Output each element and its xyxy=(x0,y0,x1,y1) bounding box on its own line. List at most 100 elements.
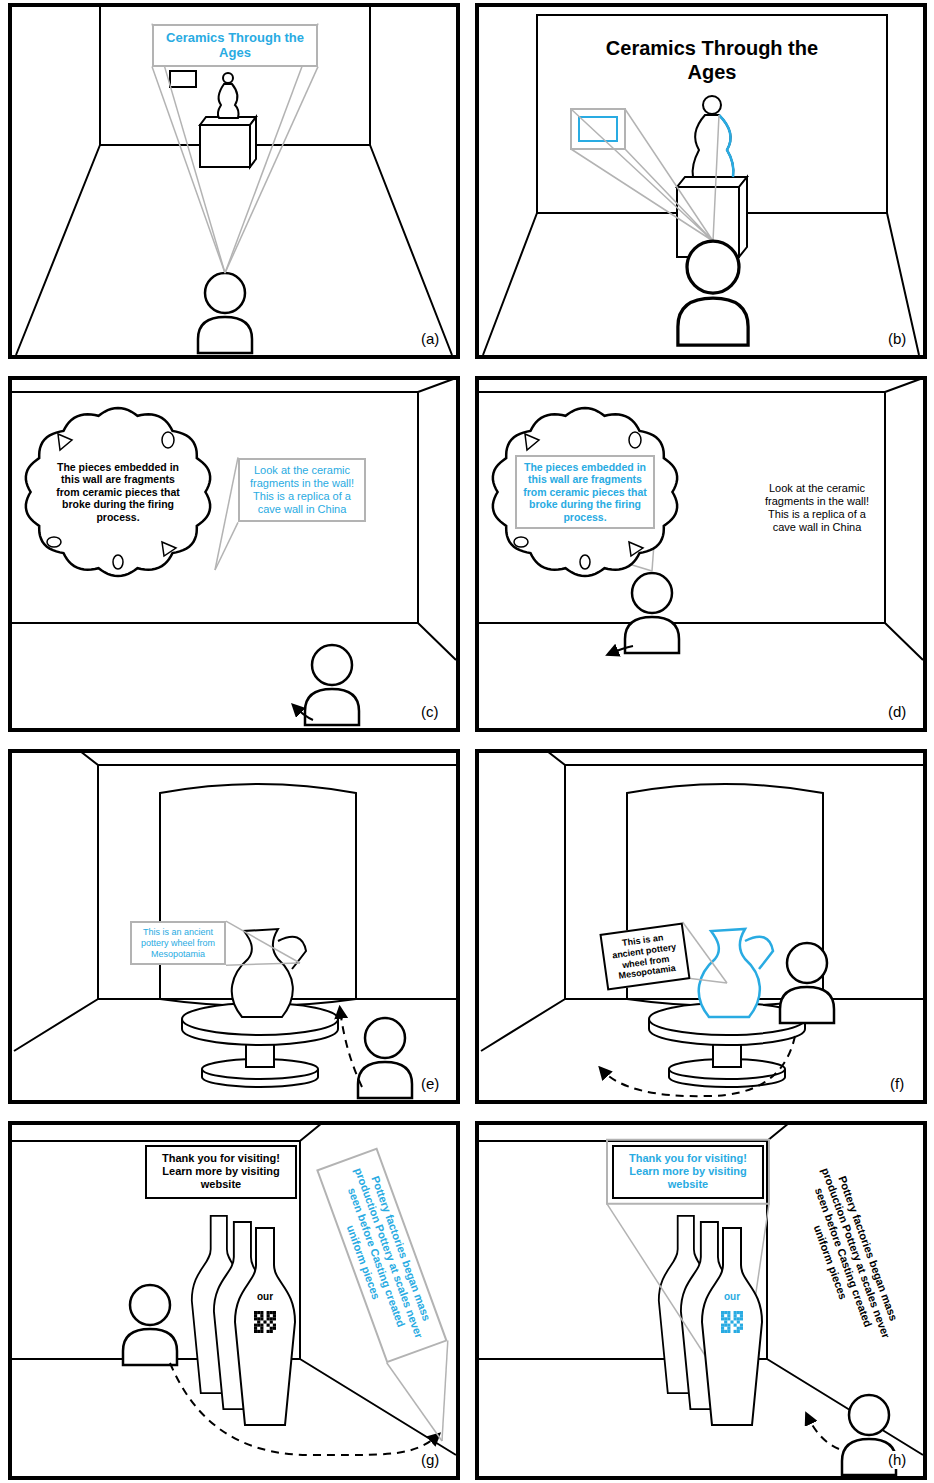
qr-cell xyxy=(734,1311,737,1314)
qr-cell xyxy=(724,1311,727,1314)
qr-cell xyxy=(260,1311,263,1314)
qr-cell xyxy=(737,1317,740,1320)
qr-cell xyxy=(254,1327,257,1330)
qr-cell xyxy=(721,1330,724,1333)
panel-tag: (e) xyxy=(420,1075,440,1093)
panel-frame xyxy=(477,1123,925,1478)
qr-cell xyxy=(254,1324,257,1327)
qr-cell xyxy=(721,1324,724,1327)
walk-path xyxy=(807,1415,839,1449)
panel-tag: (b) xyxy=(887,330,907,348)
statue-head xyxy=(703,96,721,114)
panel-b xyxy=(477,5,925,357)
back-wall xyxy=(537,15,887,213)
qr-cell xyxy=(270,1311,273,1314)
qr-cell xyxy=(260,1314,263,1317)
panel-frame xyxy=(10,1123,458,1478)
qr-cell xyxy=(721,1311,724,1314)
panel-e xyxy=(10,751,458,1102)
qr-cell xyxy=(721,1314,724,1317)
qr-cell xyxy=(257,1317,260,1320)
wall-caption: The pieces embedded in this wall are fra… xyxy=(55,461,181,524)
panel-frame xyxy=(477,751,925,1102)
wall-note: Look at the ceramic fragments in the wal… xyxy=(759,482,876,535)
vase-label: our xyxy=(256,1291,274,1303)
qr-cell xyxy=(727,1327,730,1330)
qr-cell xyxy=(257,1324,260,1327)
qr-cell xyxy=(734,1324,737,1327)
qr-cell xyxy=(734,1330,737,1333)
room-walls xyxy=(10,1123,456,1455)
qr-cell xyxy=(740,1324,743,1327)
qr-cell xyxy=(270,1317,273,1320)
panel-a xyxy=(10,5,458,357)
sign-text: Thank you for visiting! Learn more by vi… xyxy=(618,1152,758,1192)
projection-line xyxy=(691,979,727,984)
qr-cell xyxy=(273,1314,276,1317)
wall-outline xyxy=(493,408,677,576)
statue-highlight xyxy=(719,115,733,177)
panel-frame xyxy=(10,5,458,357)
panel-c xyxy=(10,378,458,730)
qr-cell xyxy=(273,1311,276,1314)
pedestal-side xyxy=(250,117,256,167)
walk-path xyxy=(170,1363,438,1455)
qr-cell xyxy=(724,1317,727,1320)
vase-outline xyxy=(235,1228,295,1425)
fragment xyxy=(629,432,641,448)
fragment-wall: The pieces embedded in this wall are fra… xyxy=(18,402,218,582)
projected-note: This is an ancient pottery wheel from Me… xyxy=(130,921,226,965)
qr-cell xyxy=(254,1330,257,1333)
qr-cell xyxy=(724,1320,727,1323)
qr-cell xyxy=(734,1317,737,1320)
qr-cell xyxy=(721,1317,724,1320)
qr-cell xyxy=(737,1320,740,1323)
vase-with-label: our xyxy=(700,1227,764,1427)
panel-tag: (c) xyxy=(420,703,440,721)
panel-tag: (h) xyxy=(887,1451,907,1469)
qr-cell xyxy=(267,1330,270,1333)
projection-line xyxy=(215,522,238,570)
qr-cell xyxy=(267,1311,270,1314)
room-walls xyxy=(14,751,456,1051)
qr-cell xyxy=(273,1317,276,1320)
visitor xyxy=(123,1285,177,1365)
qr-cell xyxy=(254,1317,257,1320)
projected-title: Ceramics Through the Ages xyxy=(152,24,318,67)
projection-line xyxy=(442,1341,448,1442)
panel-g xyxy=(10,1123,458,1478)
qr-cell xyxy=(740,1314,743,1317)
qr-cell xyxy=(737,1311,740,1314)
wall-sign: This is an ancient pottery wheel from Me… xyxy=(599,922,690,990)
room-walls xyxy=(481,751,923,1051)
projected-note: Look at the ceramic fragments in the wal… xyxy=(238,458,366,523)
qr-cell xyxy=(724,1324,727,1327)
node-outline xyxy=(233,1227,297,1427)
projection-line xyxy=(225,67,318,273)
qr-cell xyxy=(270,1330,273,1333)
fragment xyxy=(162,432,174,448)
projection-lines xyxy=(571,109,719,241)
visitor xyxy=(625,573,679,653)
vase-outline xyxy=(702,1228,762,1425)
node-outline xyxy=(700,1227,764,1427)
wall-sign: Thank you for visiting! Learn more by vi… xyxy=(145,1145,297,1199)
panel-frame xyxy=(10,751,458,1102)
qr-cell xyxy=(270,1320,273,1323)
vase-with-label: our xyxy=(233,1227,297,1427)
qr-cell xyxy=(257,1330,260,1333)
highlighted-sign xyxy=(579,117,617,141)
qr-cell xyxy=(727,1314,730,1317)
qr-cell xyxy=(730,1320,733,1323)
statue-head xyxy=(223,73,233,83)
panel-frame xyxy=(477,378,925,730)
fragment xyxy=(580,555,590,569)
sign-text: This is an ancient pottery wheel from Me… xyxy=(606,930,683,983)
panel-tag: (g) xyxy=(420,1451,440,1469)
walk-path xyxy=(601,1036,795,1096)
qr-cell xyxy=(273,1324,276,1327)
qr-cell xyxy=(254,1314,257,1317)
